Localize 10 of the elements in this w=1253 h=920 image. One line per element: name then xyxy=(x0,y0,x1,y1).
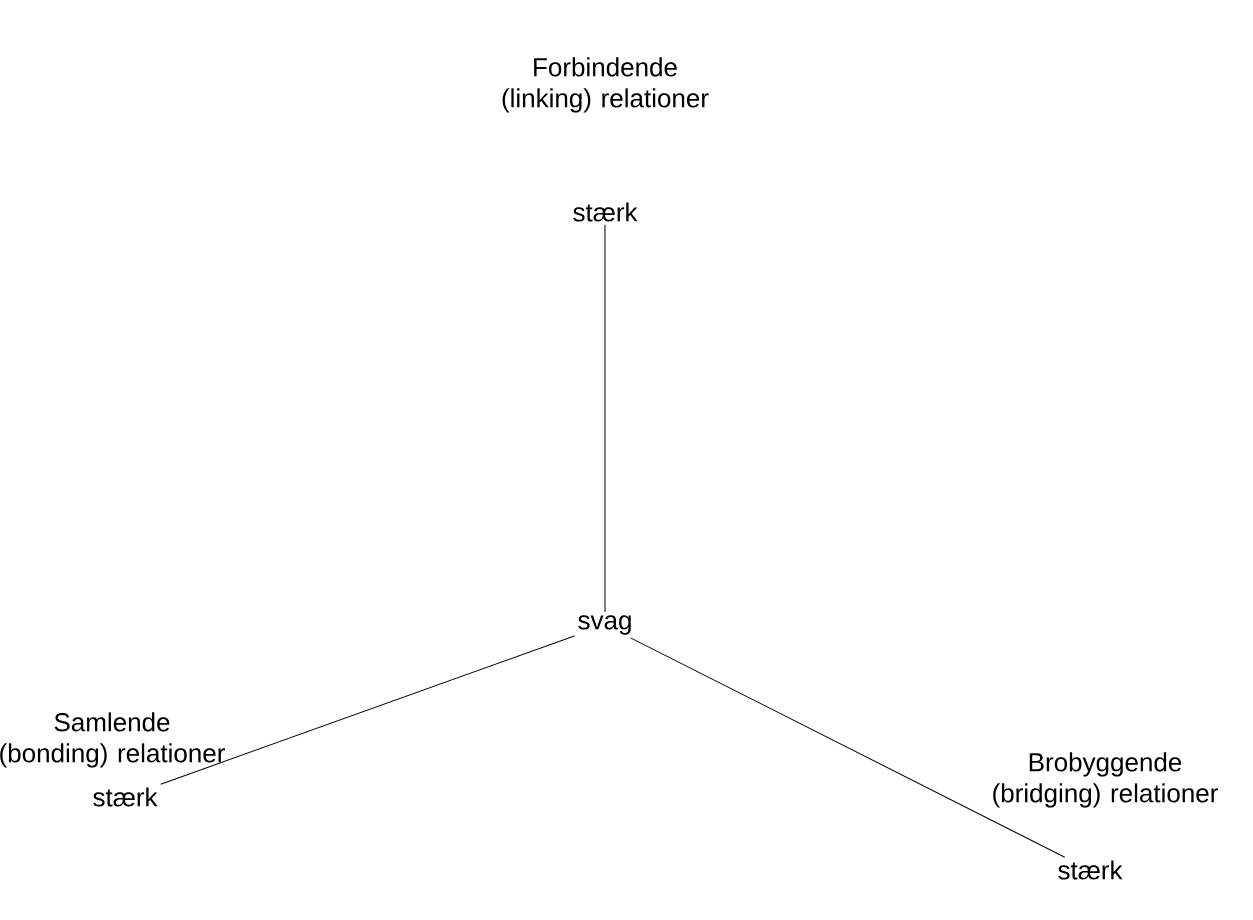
axis-line xyxy=(604,224,606,613)
axis-heading: Brobyggende (bridging) relationer xyxy=(993,752,1218,808)
axis-line xyxy=(160,635,575,785)
axis-heading: Samlende (bonding) relationer xyxy=(0,712,225,768)
axis-heading: Forbindende (linking) relationer xyxy=(502,57,709,113)
scale-label: stærk xyxy=(1058,860,1123,880)
scale-label: stærk xyxy=(573,202,638,222)
scale-label: stærk xyxy=(93,787,158,807)
scale-label: svag xyxy=(578,615,631,635)
axis-line xyxy=(630,637,1066,858)
